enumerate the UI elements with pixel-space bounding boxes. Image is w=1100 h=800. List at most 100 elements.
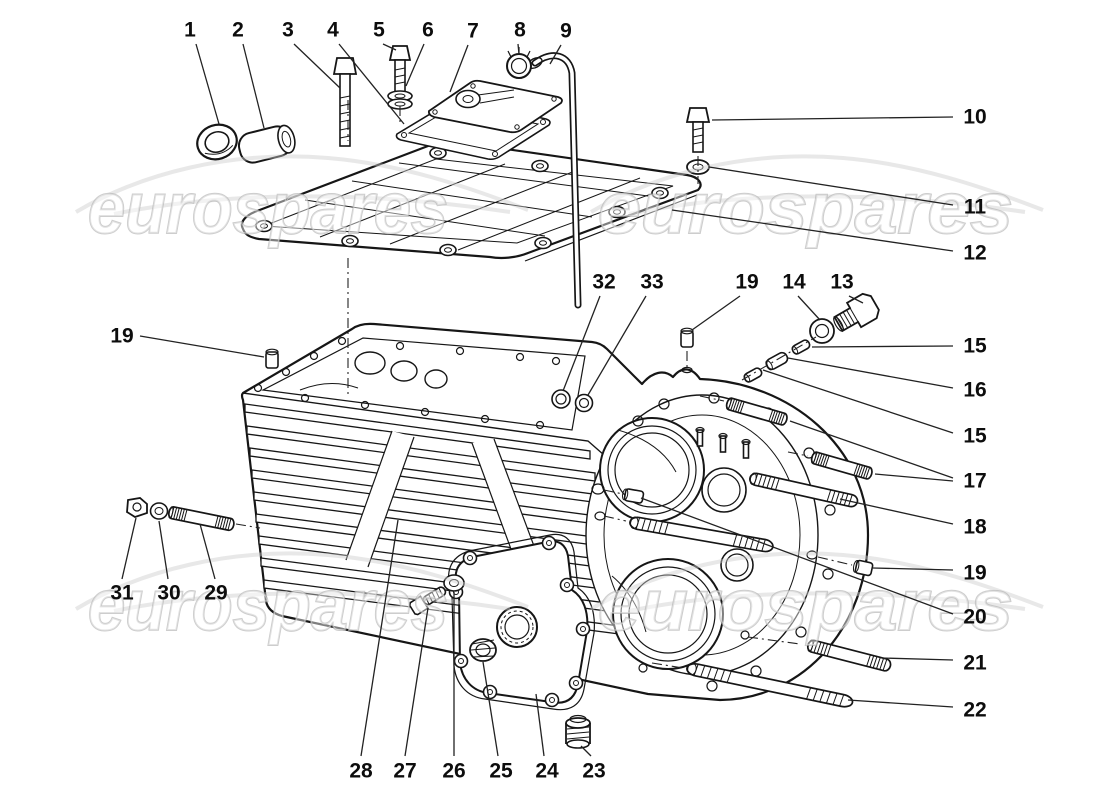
part-number-callout: 11 xyxy=(964,196,987,219)
leader-line xyxy=(839,498,954,525)
seal-ring-drawing xyxy=(196,123,238,161)
leader-line xyxy=(711,116,954,121)
leader-line xyxy=(382,43,397,51)
part-number-callout: 12 xyxy=(963,242,986,265)
part-number-callout: 9 xyxy=(560,20,572,43)
leader-line xyxy=(708,166,954,206)
eurospares-watermark-text: eurospares xyxy=(88,169,448,249)
part-number-callout: 19 xyxy=(963,562,986,585)
leader-line xyxy=(580,745,592,757)
part-number-callout: 1 xyxy=(184,19,196,42)
line-art xyxy=(126,45,893,749)
leader-line xyxy=(158,520,169,580)
leader-line xyxy=(338,43,405,125)
eurospares-watermark-text: eurospares xyxy=(598,169,1013,249)
centerline-layer xyxy=(235,100,853,669)
leader-line xyxy=(360,519,399,757)
part-number-callout: 24 xyxy=(535,760,559,783)
union-fitting-13 xyxy=(833,292,880,333)
centerline xyxy=(747,636,801,645)
centerline xyxy=(235,523,261,529)
part-number-callout: 29 xyxy=(204,582,227,605)
leader-line xyxy=(789,420,954,479)
leader-line xyxy=(242,43,265,129)
top-cover-drawing xyxy=(240,140,702,262)
leader-line xyxy=(199,523,216,580)
part-number-callout: 19 xyxy=(735,271,758,294)
bushing-drawing xyxy=(237,124,296,164)
part-number-callout: 31 xyxy=(110,582,134,605)
plug-19-top xyxy=(680,327,694,348)
leader-line xyxy=(535,693,545,757)
part-number-callout: 6 xyxy=(422,19,434,42)
leader-line xyxy=(848,295,864,304)
part-number-callout: 13 xyxy=(830,271,853,294)
centerline xyxy=(817,556,853,566)
leader-line xyxy=(562,295,601,392)
centerline xyxy=(603,489,624,495)
plug-19-left xyxy=(265,348,279,369)
inspection-plate-drawing xyxy=(427,79,563,134)
centerline xyxy=(741,336,817,381)
leader-line xyxy=(404,607,429,757)
pin-16 xyxy=(765,351,789,371)
leader-line xyxy=(482,661,499,757)
breather-tube-drawing xyxy=(506,47,582,309)
part-number-callout: 25 xyxy=(489,760,513,783)
plug-19-right xyxy=(852,559,874,577)
leader-line xyxy=(872,567,954,571)
centerline xyxy=(699,395,725,402)
pin-15a xyxy=(791,339,811,355)
bolt-3-drawing xyxy=(332,57,358,147)
part-number-callout: 33 xyxy=(640,271,663,294)
leader-line xyxy=(671,209,954,252)
part-number-callout: 16 xyxy=(963,379,986,402)
leader-line xyxy=(587,295,647,396)
leader-line xyxy=(811,345,954,348)
leader-line xyxy=(195,43,220,125)
part-number-callout: 21 xyxy=(963,652,987,675)
leader-line xyxy=(139,335,265,358)
part-number-callout: 22 xyxy=(963,699,986,722)
part-number-callout: 7 xyxy=(467,20,479,43)
leader-line xyxy=(691,295,741,331)
part-number-callout: 27 xyxy=(393,760,416,783)
part-number-callout: 10 xyxy=(963,106,986,129)
leader-line xyxy=(121,517,137,580)
leader-line xyxy=(787,357,954,389)
left-fastener-set xyxy=(126,497,236,532)
leader-line xyxy=(449,44,469,93)
part-number-callout: 28 xyxy=(349,760,373,783)
part-number-callout: 15 xyxy=(963,425,987,448)
part-number-callout: 18 xyxy=(963,516,987,539)
part-number-callout: 2 xyxy=(232,19,244,42)
pin-15b xyxy=(743,367,763,383)
centerline xyxy=(651,662,684,669)
leader-line xyxy=(549,44,562,65)
part-number-callout: 20 xyxy=(963,606,986,629)
leader-line xyxy=(874,473,954,482)
seal-rings-32-33 xyxy=(551,389,594,413)
part-number-callout: 30 xyxy=(157,582,180,605)
leader-line xyxy=(881,657,954,661)
part-number-callout: 3 xyxy=(282,19,294,42)
part-number-callout: 23 xyxy=(582,760,605,783)
centerline xyxy=(787,451,809,457)
leader-line xyxy=(762,369,954,434)
threaded-plug-25 xyxy=(469,638,497,662)
leader-line xyxy=(293,43,341,89)
leader-line xyxy=(405,43,425,87)
leader-layer xyxy=(121,43,954,757)
leader-line xyxy=(847,699,954,708)
part-number-callout: 19 xyxy=(110,325,133,348)
dowel-pins-in-face xyxy=(695,426,751,459)
eurospares-watermark-text: eurospares xyxy=(598,566,1013,646)
part-number-callout: 14 xyxy=(782,271,806,294)
leader-line xyxy=(517,43,520,55)
leader-line xyxy=(797,295,821,321)
drain-plug-drawing xyxy=(565,714,591,749)
cover-bolt-bosses xyxy=(255,146,669,257)
bolt-5-drawing xyxy=(387,45,413,110)
